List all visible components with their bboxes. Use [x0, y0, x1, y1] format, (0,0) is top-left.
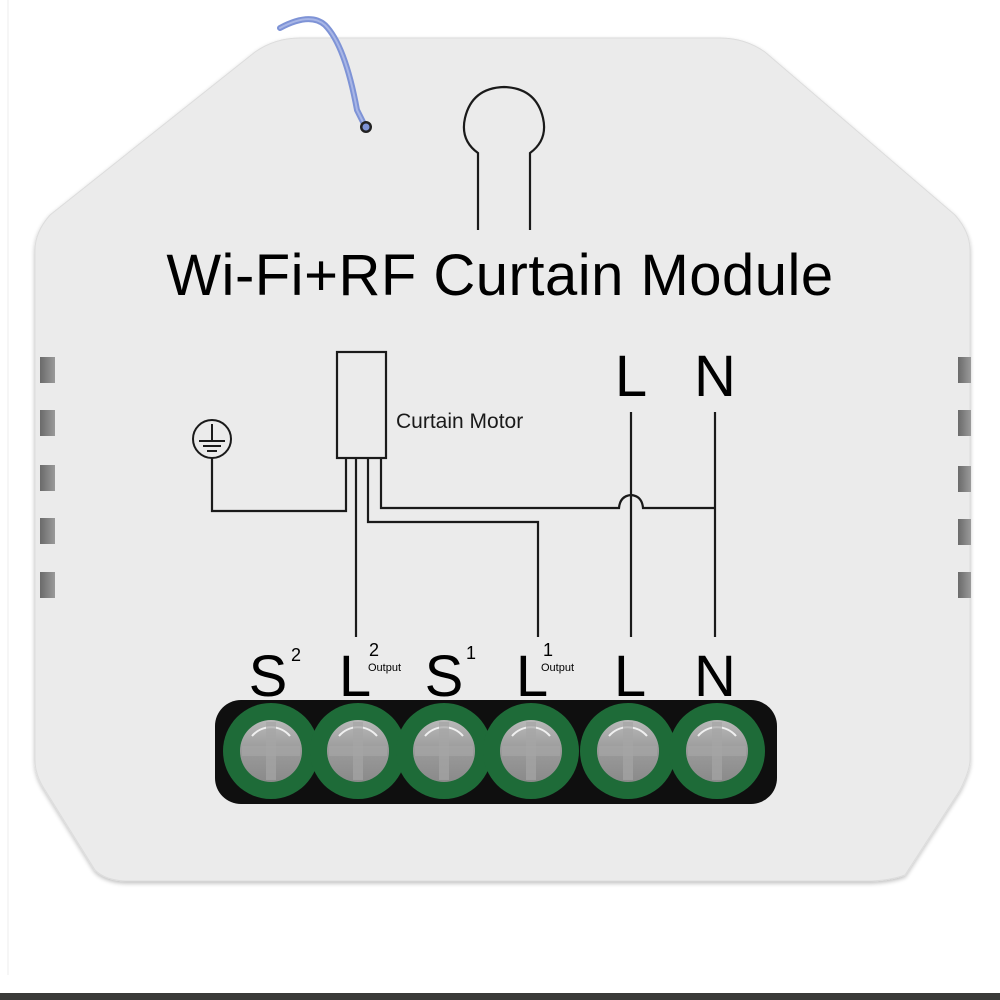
terminal-labels: S 2 L 2 Output S 1 L 1 Output L N	[249, 640, 736, 709]
terminal-sup-L2: 2	[369, 640, 379, 660]
terminal-sup-S1: 1	[466, 643, 476, 663]
terminal-screw-S1[interactable]	[396, 703, 492, 799]
terminal-screws	[223, 703, 765, 799]
terminal-sub-L2: Output	[368, 662, 401, 674]
curtain-motor-label: Curtain Motor	[396, 410, 523, 433]
terminal-label-L2: L	[339, 644, 371, 709]
terminal-label-L1: L	[516, 644, 548, 709]
terminal-label-L: L	[614, 644, 646, 709]
terminal-sub-L1: Output	[541, 662, 574, 674]
terminal-label-N: N	[694, 644, 736, 709]
wiring-diagram: Curtain Motor L N	[192, 344, 736, 637]
terminal-sup-L1: 1	[543, 640, 553, 660]
terminal-screw-L[interactable]	[580, 703, 676, 799]
terminal-screw-S2[interactable]	[223, 703, 319, 799]
top-label-N: N	[694, 344, 736, 409]
curtain-motor-box	[335, 350, 388, 460]
terminal-screw-L1[interactable]	[483, 703, 579, 799]
terminal-block	[215, 700, 777, 804]
device-body	[34, 37, 971, 882]
vents-right	[958, 357, 971, 598]
terminal-sup-S2: 2	[291, 645, 301, 665]
terminal-screw-L2[interactable]	[310, 703, 406, 799]
bottom-bar	[0, 993, 1000, 1000]
terminal-label-S2: S	[249, 644, 288, 709]
terminal-screw-N[interactable]	[669, 703, 765, 799]
vents-left	[40, 357, 55, 598]
antenna-symbol-icon	[462, 85, 546, 230]
antenna-wire	[277, 16, 372, 133]
terminal-label-S1: S	[425, 644, 464, 709]
product-title: Wi-Fi+RF Curtain Module	[166, 243, 833, 308]
top-label-L: L	[615, 344, 647, 409]
